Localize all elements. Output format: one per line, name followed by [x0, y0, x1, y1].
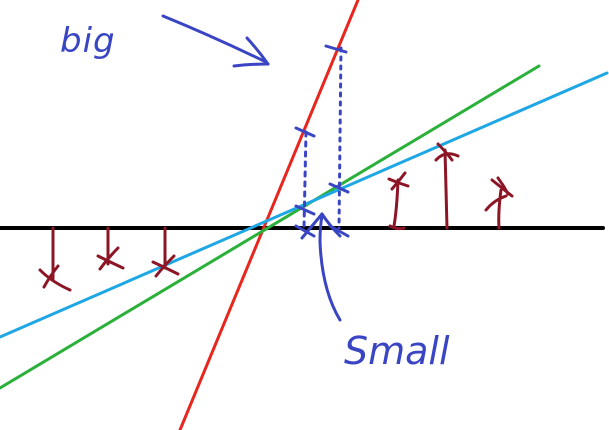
residual-mark	[96, 226, 125, 271]
dotted-projection-left	[302, 130, 308, 230]
tick-mark	[324, 44, 348, 54]
arrow-icon	[161, 14, 270, 68]
big-label: big	[60, 21, 116, 61]
residual-mark	[484, 176, 514, 230]
small-label: Small	[344, 329, 450, 373]
tick-mark	[294, 204, 316, 216]
residual-mark	[387, 171, 410, 231]
dotted-projection-right	[337, 46, 343, 230]
steep-red-line	[178, 0, 360, 430]
arrow-icon	[300, 212, 342, 322]
tick-mark	[294, 224, 316, 238]
dotted-projections	[294, 44, 350, 238]
residual-mark	[434, 142, 460, 230]
residual-marks-left	[38, 226, 180, 292]
tick-mark	[294, 126, 316, 138]
mid-green-line	[0, 64, 541, 390]
tick-mark	[328, 182, 350, 194]
residual-mark	[151, 226, 180, 278]
residual-mark	[38, 226, 72, 292]
residual-marks-right	[387, 142, 514, 231]
